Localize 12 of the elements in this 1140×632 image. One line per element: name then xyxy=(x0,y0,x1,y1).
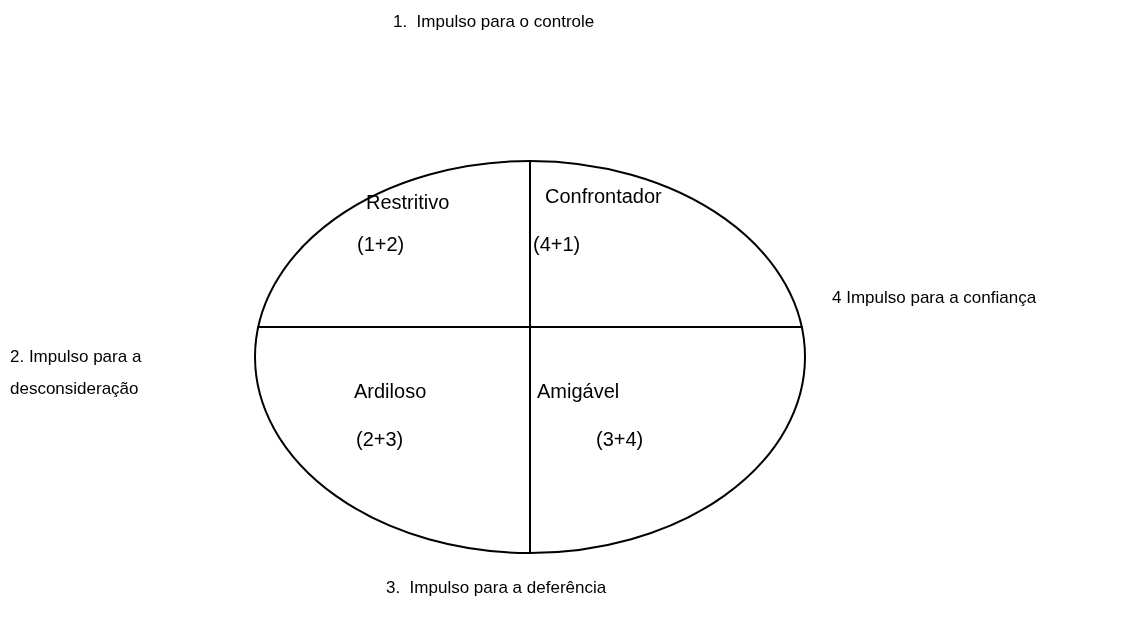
axis-label: 2. Impulso para a desconsideração xyxy=(10,346,143,400)
axis-label: 1. Impulso para o controle xyxy=(393,11,596,33)
quadrant-label: Confrontador xyxy=(545,184,662,208)
combination-label: (4+1) xyxy=(533,232,581,256)
combination-label: (2+3) xyxy=(356,427,404,451)
axis-label: 3. Impulso para a deferência xyxy=(386,577,608,599)
combination-label: (3+4) xyxy=(596,427,644,451)
axis-label: 4 Impulso para a confiança xyxy=(832,287,1038,309)
quadrant-label: Amigável xyxy=(537,379,620,403)
quadrant-label: Ardiloso xyxy=(354,379,427,403)
quadrant-label: Restritivo xyxy=(366,190,450,214)
combination-label: (1+2) xyxy=(357,232,405,256)
